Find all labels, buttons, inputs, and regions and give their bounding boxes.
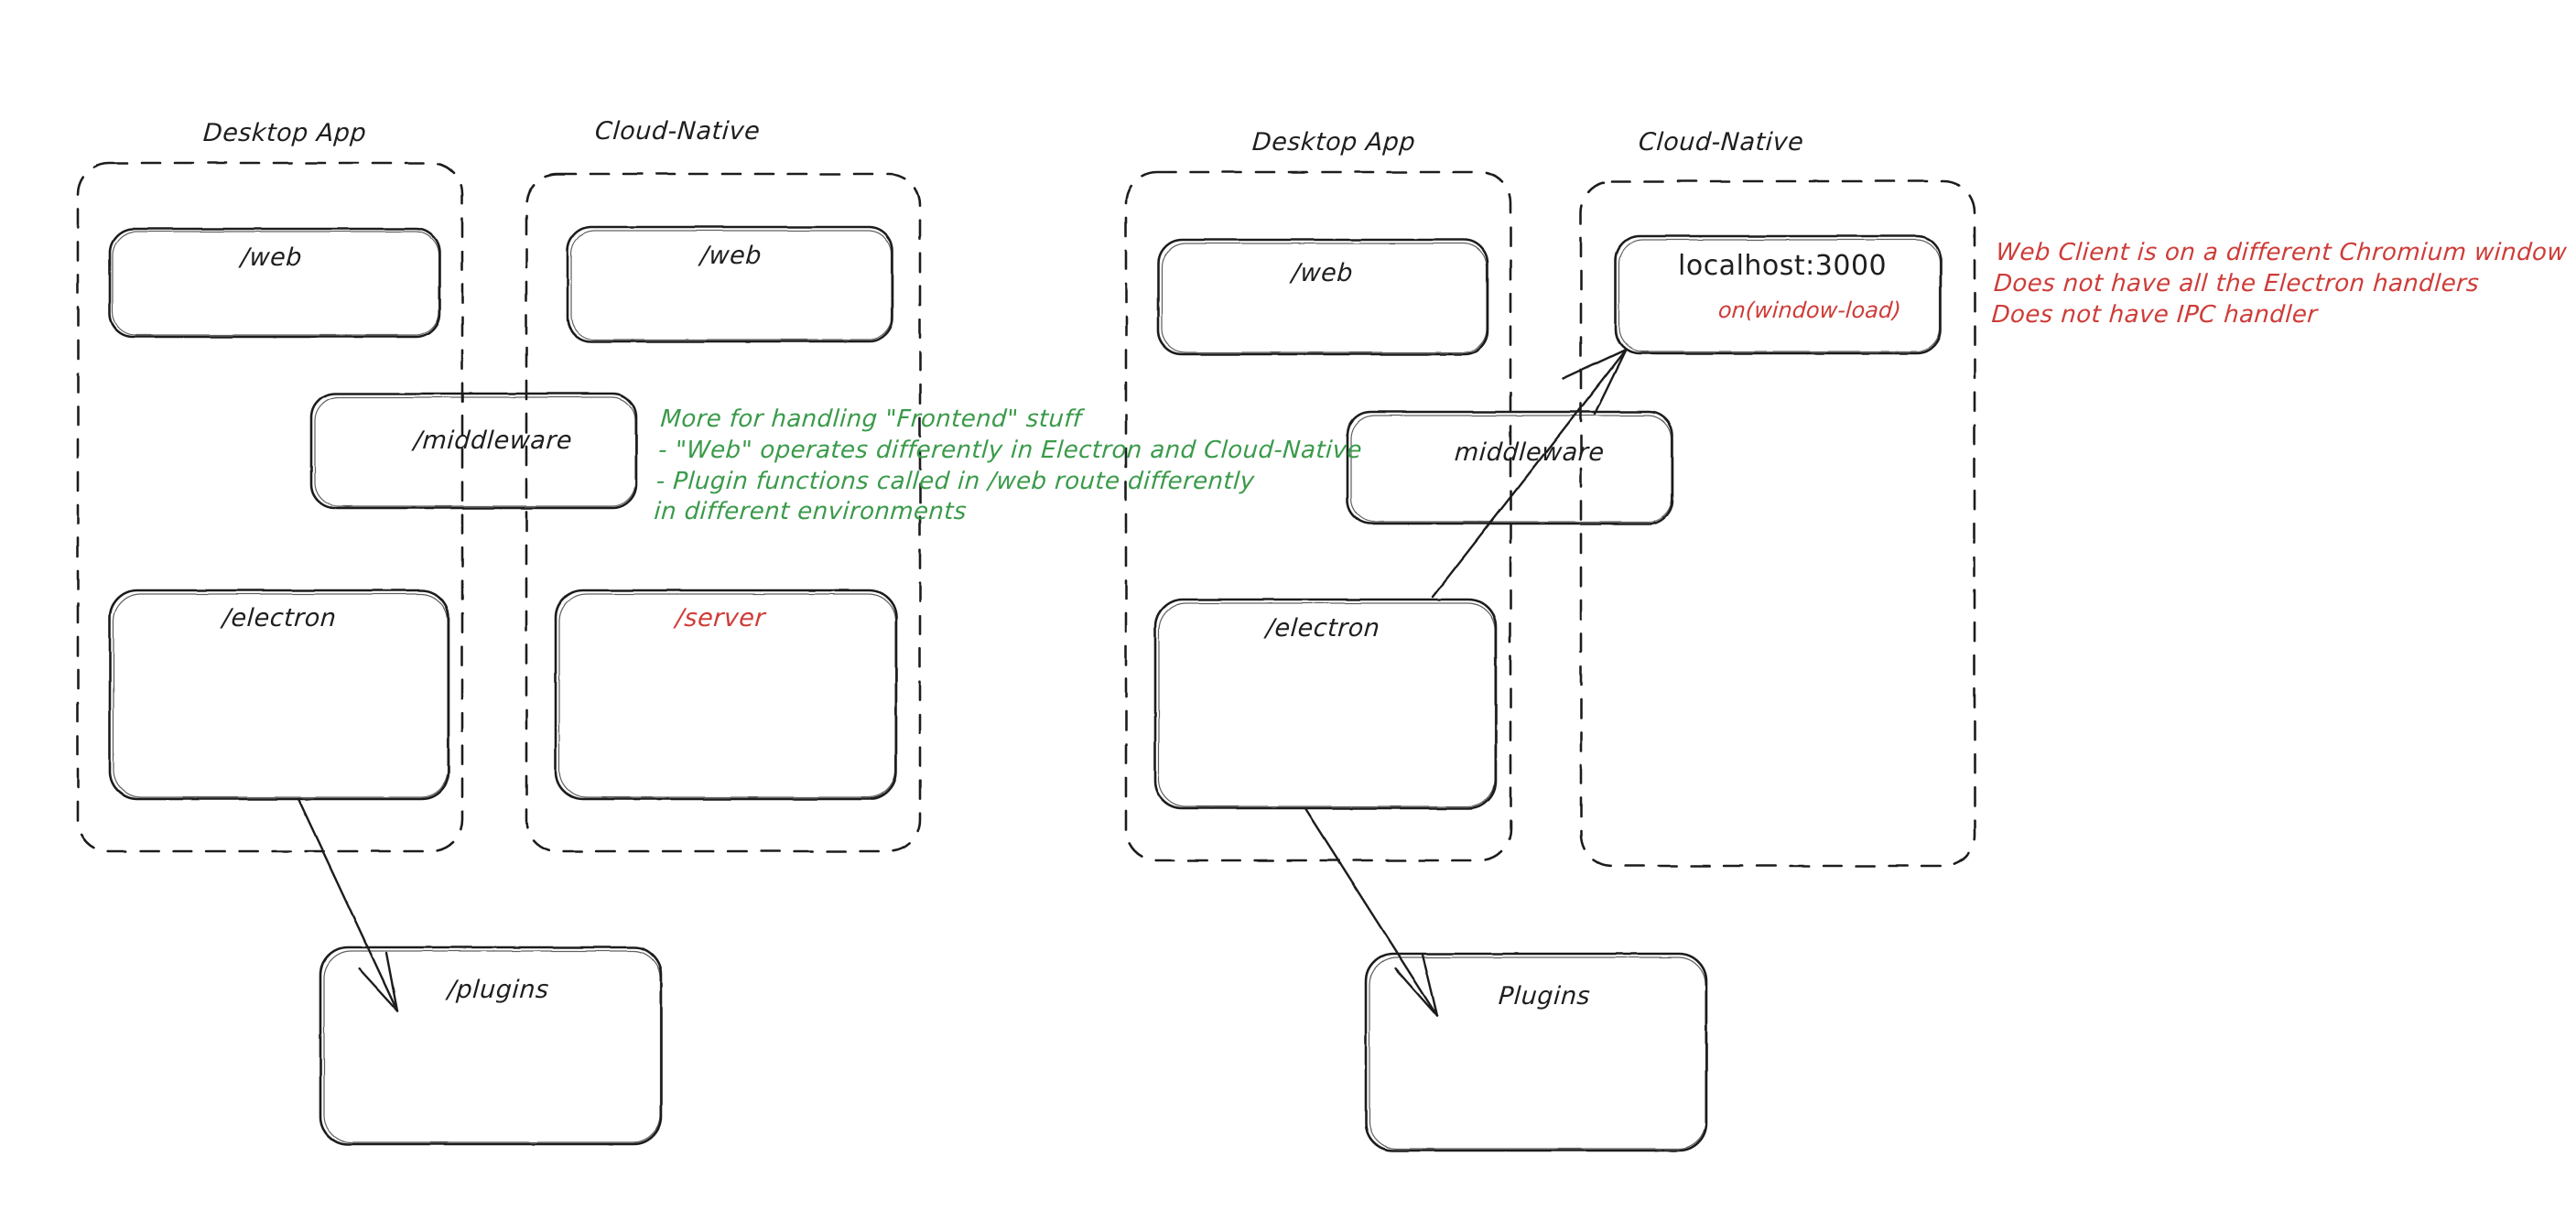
annotation-red-web-client-notes: Web Client is on a different Chromium wi…: [1990, 239, 2569, 329]
arrow-l-electron-to-plugins: [297, 797, 399, 1012]
node-label-r-localhost: localhost:3000: [1678, 250, 1888, 282]
arrow-r-electron-to-plugins: [1304, 807, 1439, 1018]
group-box-left-cloud: [525, 172, 922, 853]
node-box-l-middleware[interactable]: [309, 392, 638, 510]
node-label-l-electron: /electron: [221, 604, 338, 632]
group-box-right-cloud: [1579, 179, 1976, 868]
group-label-right-desktop: Desktop App: [1250, 128, 1417, 157]
node-box-l-plugins[interactable]: [319, 946, 663, 1146]
group-label-right-cloud: Cloud-Native: [1637, 128, 1805, 157]
node-box-r-electron[interactable]: [1153, 598, 1498, 810]
node-box-l-electron[interactable]: [108, 589, 450, 801]
node-sublabel-r-localhost-on-window-load: on(window-load): [1717, 297, 1902, 323]
node-label-r-web: /web: [1290, 259, 1355, 287]
group-box-left-desktop: [76, 161, 464, 853]
node-box-r-localhost[interactable]: [1614, 234, 1943, 355]
node-label-l-cn-web: /web: [698, 242, 763, 270]
node-label-l-server: /server: [674, 604, 767, 632]
node-label-l-middleware: /middleware: [412, 427, 574, 455]
node-label-l-web: /web: [239, 243, 304, 272]
node-label-l-plugins: /plugins: [446, 976, 550, 1004]
node-box-r-plugins[interactable]: [1364, 952, 1708, 1152]
arrow-r-electron-to-localhost: [1431, 348, 1628, 599]
node-box-l-web[interactable]: [108, 227, 441, 339]
node-box-l-server[interactable]: [554, 589, 898, 801]
node-box-r-web[interactable]: [1156, 238, 1489, 356]
node-label-r-electron: /electron: [1264, 614, 1381, 643]
node-label-r-middleware: middleware: [1453, 438, 1606, 467]
node-label-r-plugins: Plugins: [1497, 982, 1592, 1010]
group-label-left-desktop: Desktop App: [201, 119, 368, 147]
group-box-right-desktop: [1124, 170, 1512, 862]
node-box-l-cn-web[interactable]: [566, 225, 894, 343]
annotation-green-frontend-notes: More for handling "Frontend" stuff - "We…: [653, 405, 1363, 526]
group-label-left-cloud: Cloud-Native: [593, 117, 762, 146]
node-box-r-middleware[interactable]: [1346, 410, 1674, 525]
